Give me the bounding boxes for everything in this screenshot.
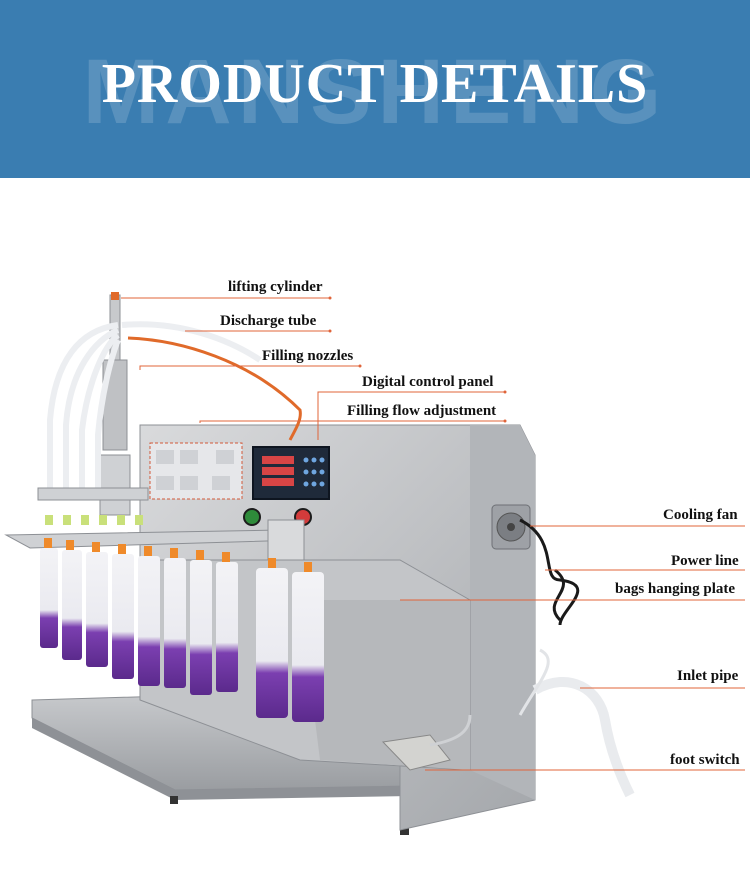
label-discharge-tube: Discharge tube (220, 313, 317, 329)
pouch-bags (40, 548, 324, 722)
header-banner: MANSHENG PRODUCT DETAILS (0, 0, 750, 178)
label-cooling-fan: Cooling fan (663, 507, 738, 523)
label-foot-switch: foot switch (670, 752, 740, 768)
page-title: PRODUCT DETAILS (101, 53, 649, 115)
banner-watermark: MANSHENG (82, 41, 668, 143)
label-inlet-pipe: Inlet pipe (677, 668, 739, 684)
label-lifting-cylinder: lifting cylinder (228, 279, 323, 295)
product-photo: lifting cylinder Discharge tube Filling … (0, 178, 750, 883)
machine-illustration (4, 292, 745, 835)
label-digital-control-panel: Digital control panel (362, 374, 494, 390)
label-filling-nozzles: Filling nozzles (262, 348, 354, 364)
callout-lines (121, 297, 745, 771)
label-filling-flow-adjustment: Filling flow adjustment (347, 403, 497, 419)
label-power-line: Power line (671, 553, 739, 569)
label-bags-hanging-plate: bags hanging plate (615, 581, 736, 597)
